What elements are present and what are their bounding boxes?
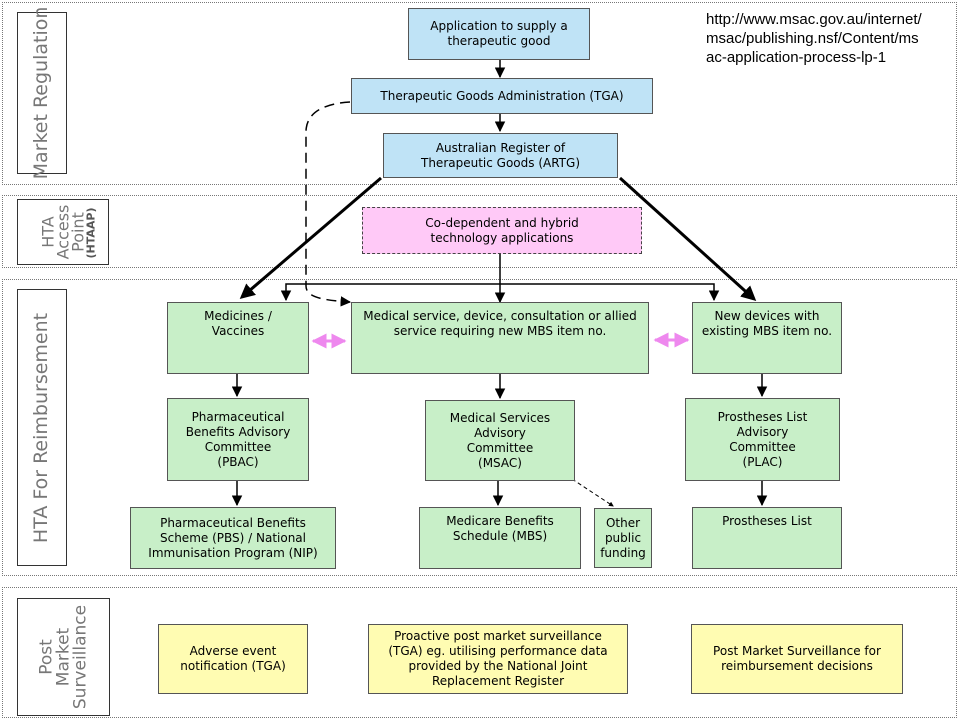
arrow-split-medicines [280,283,500,302]
hta-access-point-label-box: HTA Access Point (HTAAP) [17,199,109,265]
market-regulation-label-box: Market Regulation [17,7,67,179]
post-market-band [2,587,957,718]
pbs-box: Pharmaceutical Benefits Scheme (PBS) / N… [130,507,336,569]
prostheses-list-box: Prostheses List [692,507,842,569]
other-funding-box: Other public funding [594,508,652,568]
arrow-artg-medicines [239,176,382,299]
plac-box: Prostheses List Advisory Committee (PLAC… [685,398,840,481]
pbac-box: Pharmaceutical Benefits Advisory Committ… [167,398,309,481]
artg-box: Australian Register of Therapeutic Goods… [383,133,618,178]
arrow-tga-dashed [305,101,352,307]
proactive-surveillance-box: Proactive post market surveillance (TGA)… [368,624,628,694]
hta-access-point-band [2,195,957,268]
source-url: http://www.msac.gov.au/internet/ msac/pu… [706,11,922,66]
adverse-event-box: Adverse event notification (TGA) [158,624,308,694]
medical-service-box: Medical service, device, consultation or… [351,302,649,374]
post-market-reimbursement-box: Post Market Surveillance for reimburseme… [691,624,903,694]
arrow-artg-new-devices [618,176,757,302]
application-box: Application to supply a therapeutic good [408,8,590,60]
codependent-box: Co-dependent and hybrid technology appli… [362,207,642,254]
arrow-split-new-devices [500,283,720,302]
post-market-label-box: Post Market Surveillance [17,598,110,716]
new-devices-box: New devices with existing MBS item no. [692,302,842,374]
medicines-box: Medicines / Vaccines [167,302,309,374]
arrow-msac-other [571,478,614,507]
market-regulation-band [2,2,957,185]
msac-box: Medical Services Advisory Committee (MSA… [425,400,575,481]
hta-reimbursement-band [2,279,957,576]
hta-reimbursement-label-box: HTA For Reimbursement [17,289,67,566]
tga-box: Therapeutic Goods Administration (TGA) [351,78,653,114]
mbs-box: Medicare Benefits Schedule (MBS) [419,507,581,569]
